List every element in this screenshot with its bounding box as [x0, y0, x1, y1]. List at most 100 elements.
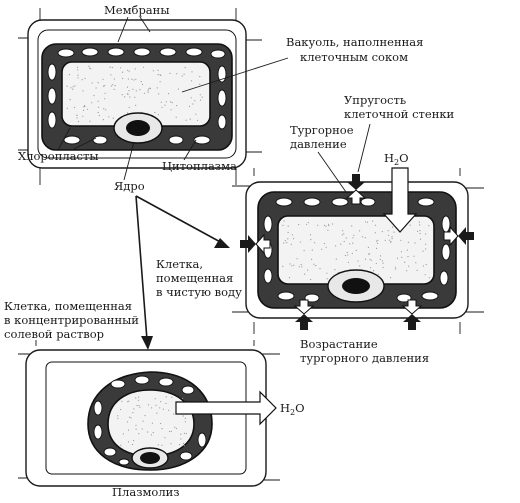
sap-dot — [179, 444, 181, 446]
sap-dot — [355, 249, 357, 251]
sap-dot — [325, 225, 327, 227]
sap-dot — [98, 106, 100, 108]
sap-dot — [351, 225, 353, 227]
sap-dot — [282, 265, 284, 267]
sap-dot — [416, 269, 418, 271]
sap-dot — [175, 427, 177, 430]
label-pure-water-2: помещенная — [156, 271, 233, 285]
sap-dot — [315, 265, 317, 267]
label-chloroplasts: Хлоропласты — [18, 149, 98, 163]
sap-dot — [303, 250, 305, 252]
sap-dot — [352, 237, 354, 239]
sap-dot — [381, 260, 383, 262]
arrow-to-pure-water-line — [135, 195, 225, 245]
sap-dot — [155, 404, 157, 406]
chloroplast — [47, 87, 57, 105]
sap-dot — [82, 115, 84, 117]
chloroplast — [159, 47, 177, 57]
sap-dot — [195, 113, 197, 115]
sap-dot — [157, 444, 159, 446]
sap-dot — [132, 412, 134, 414]
sap-dot — [314, 242, 316, 244]
sap-dot — [168, 409, 170, 411]
sap-dot — [140, 81, 142, 83]
sap-dot — [377, 273, 379, 275]
sap-dot — [132, 88, 134, 90]
label-pure-water-3: в чистую воду — [156, 285, 242, 299]
sap-dot — [121, 71, 124, 73]
turgor-pressure-arrows — [255, 189, 459, 315]
sap-dot — [180, 433, 182, 435]
leader-nucleus — [123, 141, 135, 181]
sap-dot — [364, 237, 366, 239]
turgor-arrow — [401, 299, 423, 315]
sap-dot — [177, 88, 179, 90]
chloroplast — [441, 243, 451, 261]
sap-dot — [393, 231, 395, 233]
sap-dot — [160, 401, 162, 403]
sap-dot — [159, 407, 161, 409]
sap-dot — [183, 432, 185, 434]
sap-dot — [287, 225, 289, 227]
sap-dot — [148, 404, 150, 406]
sap-dot — [368, 253, 371, 255]
sap-dot — [400, 251, 402, 253]
sap-dot — [98, 114, 100, 117]
sap-dot — [374, 224, 377, 226]
sap-dot — [147, 431, 149, 433]
sap-dot — [300, 264, 302, 266]
sap-dot — [296, 258, 298, 260]
sap-dot — [135, 104, 137, 106]
sap-dot — [392, 226, 394, 228]
sap-dot — [137, 399, 139, 401]
sap-dot — [77, 77, 79, 79]
sap-dot — [417, 230, 419, 232]
sap-dot — [69, 99, 71, 101]
sap-dot — [291, 234, 293, 236]
sap-dot — [102, 85, 105, 87]
sap-dot — [83, 105, 86, 107]
label-turgor-increase-1: Возрастание — [300, 337, 378, 351]
sap-dot — [351, 252, 353, 254]
chloroplast — [179, 451, 193, 461]
sap-dot — [83, 106, 85, 108]
chloroplast — [193, 135, 211, 145]
chloroplast — [303, 197, 321, 207]
sap-dot — [287, 238, 289, 240]
sap-dot — [313, 263, 315, 265]
water-out-h: H — [280, 401, 290, 415]
sap-dot — [406, 270, 408, 272]
sap-dot — [373, 270, 375, 272]
sap-dot — [169, 72, 171, 74]
chloroplast — [263, 215, 273, 233]
sap-dot — [77, 120, 80, 123]
sap-dot — [130, 417, 132, 419]
sap-dot — [359, 265, 361, 267]
sap-dot — [124, 96, 126, 98]
cell-wall-inner-3 — [45, 361, 247, 475]
sap-dot — [76, 117, 78, 119]
sap-dot — [299, 241, 301, 243]
sap-dot — [424, 274, 426, 276]
sap-dot — [77, 69, 79, 71]
vacuole-sap-dots — [66, 65, 203, 123]
sap-dot — [422, 265, 424, 267]
sap-dot — [147, 88, 150, 90]
sap-dot — [122, 433, 124, 435]
sap-dot — [144, 414, 146, 417]
sap-dot — [97, 82, 99, 84]
sap-dot — [76, 66, 79, 68]
sap-dot — [419, 238, 422, 240]
sap-dot — [307, 221, 309, 224]
sap-dot — [422, 250, 424, 252]
sap-dot — [151, 422, 153, 424]
sap-dot — [408, 265, 410, 267]
chloroplast — [81, 47, 99, 57]
sap-dot — [199, 83, 201, 85]
chloroplast — [360, 197, 376, 207]
sap-dot — [156, 87, 158, 89]
sap-dot — [379, 258, 381, 260]
sap-dot — [165, 396, 167, 398]
chloroplast — [277, 291, 295, 301]
wall-arrow — [458, 227, 474, 245]
